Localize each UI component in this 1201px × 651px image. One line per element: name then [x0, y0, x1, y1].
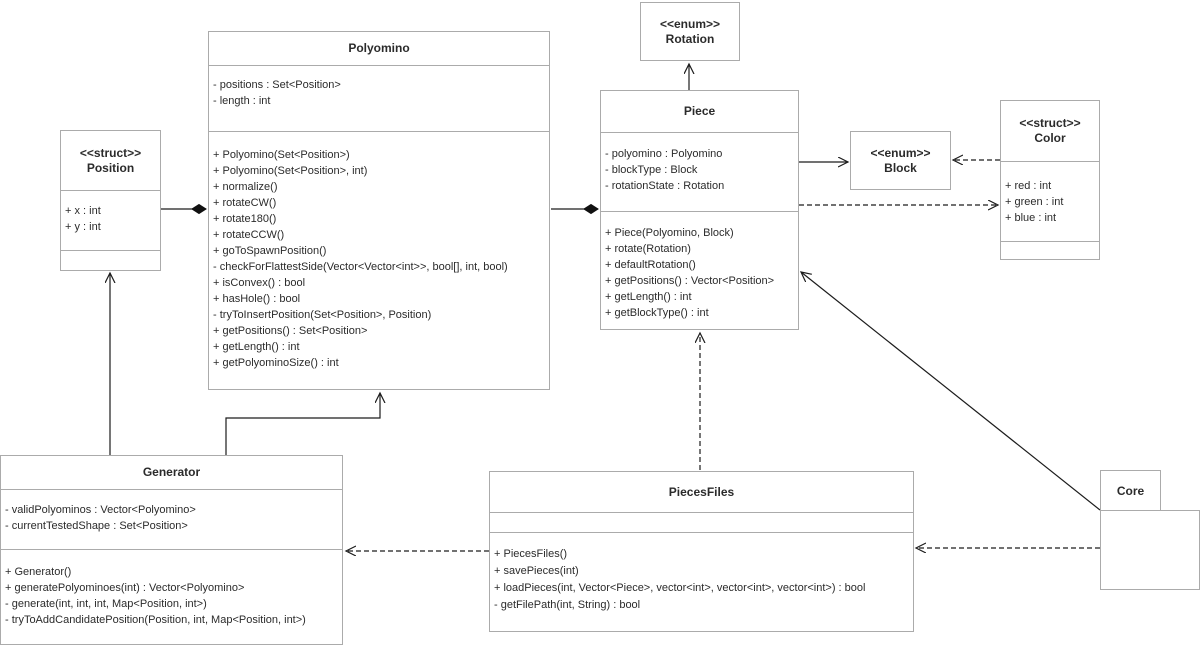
member-line: + rotateCW() [213, 197, 277, 209]
member-line: + Piece(Polyomino, Block) [605, 227, 734, 239]
class-box-piecesfiles: PiecesFiles + PiecesFiles() + savePieces(… [489, 471, 914, 632]
class-name-label: Color [1034, 131, 1066, 145]
methods-compartment-generator: + Generator() + generatePolyominoes(int) … [1, 549, 342, 644]
member-line: + blue : int [1005, 212, 1057, 224]
attributes-compartment-piece: - polyomino : Polyomino - blockType : Blo… [601, 132, 798, 211]
package-core-body [1100, 510, 1200, 590]
class-name-label: Polyomino [348, 41, 410, 55]
methods-compartment-position [61, 250, 160, 270]
member-line: + generatePolyominoes(int) : Vector<Poly… [5, 582, 245, 594]
class-box-polyomino: Polyomino - positions : Set<Position> - l… [208, 31, 550, 390]
class-name-label: Block [884, 160, 917, 175]
member-line: + getPositions() : Set<Position> [213, 325, 368, 337]
member-line: + getBlockType() : int [605, 307, 709, 319]
class-box-color: <<struct>> Color + red : int + green : in… [1000, 100, 1100, 260]
member-line: - rotationState : Rotation [605, 180, 725, 192]
attributes-compartment-color: + red : int + green : int + blue : int [1001, 161, 1099, 241]
class-name-piece: Piece [601, 91, 798, 132]
methods-compartment-piecesfiles: + PiecesFiles() + savePieces(int) + loadPi… [490, 532, 913, 631]
member-line: + rotate180() [213, 213, 277, 225]
member-line: + green : int [1005, 196, 1064, 208]
class-name-label: Generator [142, 465, 201, 479]
methods-compartment-polyomino: + Polyomino(Set<Position>) + Polyomino(Se… [209, 131, 549, 389]
class-name-color: <<struct>> Color [1001, 101, 1099, 161]
member-line: + PiecesFiles() [494, 548, 568, 560]
member-line: + loadPieces(int, Vector<Piece>, vector<… [494, 582, 866, 594]
member-line: + y : int [65, 221, 101, 233]
member-line: - blockType : Block [605, 164, 698, 176]
member-line: - polyomino : Polyomino [605, 148, 723, 160]
member-line: - checkForFlattestSide(Vector<Vector<int… [213, 261, 508, 273]
member-line: + Polyomino(Set<Position>, int) [213, 165, 368, 177]
member-line: - tryToAddCandidatePosition(Position, in… [5, 614, 306, 626]
attributes-compartment-generator: - validPolyominos : Vector<Polyomino> - c… [1, 489, 342, 549]
class-box-generator: Generator - validPolyominos : Vector<Pol… [0, 455, 343, 645]
class-box-block: <<enum>> Block [850, 131, 951, 190]
class-box-rotation: <<enum>> Rotation [640, 2, 740, 61]
member-line: + rotateCCW() [213, 229, 285, 241]
member-line: + savePieces(int) [494, 565, 579, 577]
class-name-generator: Generator [1, 456, 342, 489]
class-box-position: <<struct>> Position + x : int + y : int [60, 130, 161, 271]
attributes-compartment-position: + x : int + y : int [61, 190, 160, 250]
methods-compartment-piece: + Piece(Polyomino, Block) + rotate(Rotati… [601, 211, 798, 329]
member-line: + defaultRotation() [605, 259, 696, 271]
member-line: + getPositions() : Vector<Position> [605, 275, 775, 287]
methods-compartment-color [1001, 241, 1099, 259]
member-line: + getPolyominoSize() : int [213, 357, 339, 369]
member-line: - generate(int, int, int, Map<Position, … [5, 598, 207, 610]
class-name-label: Piece [683, 104, 716, 118]
class-name-position: <<struct>> Position [61, 131, 160, 190]
class-name-label: Position [86, 160, 135, 175]
attributes-compartment-polyomino: - positions : Set<Position> - length : in… [209, 65, 549, 131]
member-line: + isConvex() : bool [213, 277, 306, 289]
member-line: + normalize() [213, 181, 278, 193]
member-line: - length : int [213, 95, 271, 107]
member-line: - tryToInsertPosition(Set<Position>, Pos… [213, 309, 432, 321]
package-name-label: Core [1116, 483, 1145, 498]
stereotype-label: <<struct>> [1019, 116, 1081, 130]
member-line: - validPolyominos : Vector<Polyomino> [5, 504, 196, 516]
member-line: - getFilePath(int, String) : bool [494, 599, 641, 611]
class-name-block: <<enum>> Block [851, 132, 950, 189]
member-line: + goToSpawnPosition() [213, 245, 327, 257]
member-line: + hasHole() : bool [213, 293, 301, 305]
member-line: + getLength() : int [213, 341, 300, 353]
stereotype-label: <<struct>> [79, 145, 142, 160]
stereotype-label: <<enum>> [870, 145, 931, 160]
member-line: + x : int [65, 205, 101, 217]
member-line: + red : int [1005, 180, 1052, 192]
package-core-tab: Core [1100, 470, 1161, 511]
attributes-compartment-piecesfiles [490, 512, 913, 532]
member-line: + Polyomino(Set<Position>) [213, 149, 350, 161]
member-line: + rotate(Rotation) [605, 243, 691, 255]
association-generator-to-polyomino [225, 393, 380, 455]
stereotype-label: <<enum>> [659, 16, 721, 31]
class-name-label: Rotation [665, 31, 715, 46]
class-name-piecesfiles: PiecesFiles [490, 472, 913, 512]
member-line: - positions : Set<Position> [213, 79, 341, 91]
class-name-polyomino: Polyomino [209, 32, 549, 65]
class-name-label: PiecesFiles [668, 484, 735, 499]
class-name-rotation: <<enum>> Rotation [641, 3, 739, 60]
class-box-piece: Piece - polyomino : Polyomino - blockType… [600, 90, 799, 330]
member-line: + getLength() : int [605, 291, 692, 303]
member-line: - currentTestedShape : Set<Position> [5, 520, 188, 532]
member-line: + Generator() [5, 566, 72, 578]
